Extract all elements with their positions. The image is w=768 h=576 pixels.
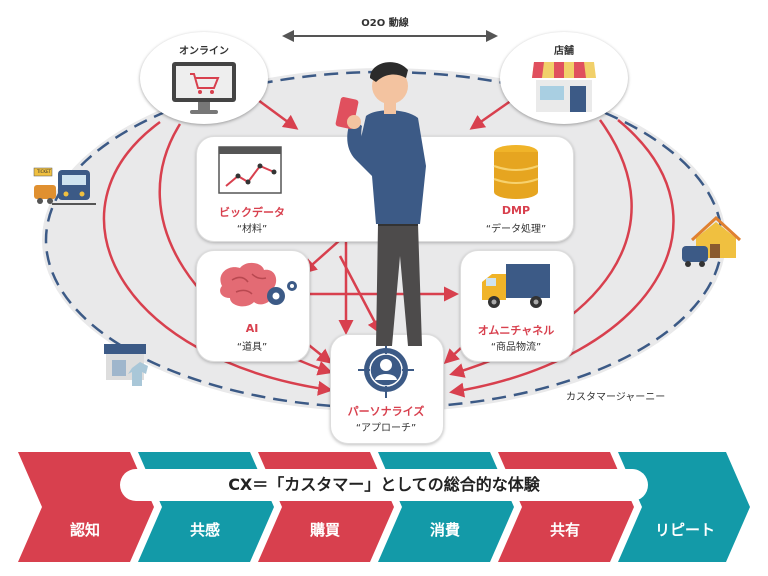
ai-title: AI [245, 322, 259, 335]
cx-statement: CX＝「カスタマー」としての総合的な体験 [120, 469, 648, 501]
online-label: オンライン [179, 46, 229, 57]
ticket-label: TICKET [36, 169, 51, 174]
dmp-title: DMP [501, 204, 531, 217]
right-outer-arrow [449, 119, 675, 398]
store-to-center-arrow [469, 98, 513, 130]
online-bubble: オンライン [140, 32, 268, 124]
o2o-double-arrow [282, 30, 498, 42]
house-car-icon [682, 215, 742, 267]
ticket-machine-icon [33, 167, 56, 204]
personalize-subtitle: “アプローチ” [355, 423, 417, 434]
train-icon [52, 170, 96, 205]
store-bubble: 店舗 [500, 32, 628, 124]
computer-cart-icon [172, 62, 236, 114]
ai-subtitle: “道具” [236, 342, 268, 353]
omni-title: オムニチャネル [477, 324, 555, 337]
brain-gear-icon [220, 262, 297, 307]
store-label: 店舗 [554, 46, 574, 57]
personalize-title: パーソナライズ [347, 405, 425, 418]
stage-chevron-6 [618, 452, 750, 562]
man-with-smartphone-illustration [335, 62, 426, 346]
o2o-label: O2O 動線 [361, 18, 409, 29]
dmp-subtitle: “データ処理” [485, 224, 547, 235]
delivery-truck-icon [482, 264, 550, 308]
stage-label-6: リピート [654, 521, 715, 539]
online-to-center-arrow [257, 98, 299, 130]
stage-label-1: 認知 [69, 521, 100, 539]
bigdata-to-ai-arrow [301, 239, 341, 274]
chart-monitor-icon [218, 146, 282, 194]
omni-subtitle: “商品物流” [490, 342, 542, 353]
shop-clothes-icon [104, 344, 148, 386]
stage-label-3: 購買 [309, 521, 340, 539]
stage-label-2: 共感 [189, 521, 220, 539]
target-person-icon [358, 342, 414, 398]
stage-label-4: 消費 [429, 521, 460, 539]
bigdata-title: ビックデータ [219, 206, 285, 219]
bigdata-subtitle: “材料” [236, 224, 268, 235]
stage-label-5: 共有 [549, 521, 580, 539]
storefront-icon [532, 62, 596, 112]
left-outer-arrow [102, 120, 333, 396]
stage-band [18, 452, 750, 562]
customer-journey-label: カスタマージャーニー [566, 392, 666, 403]
database-icon [493, 145, 539, 199]
